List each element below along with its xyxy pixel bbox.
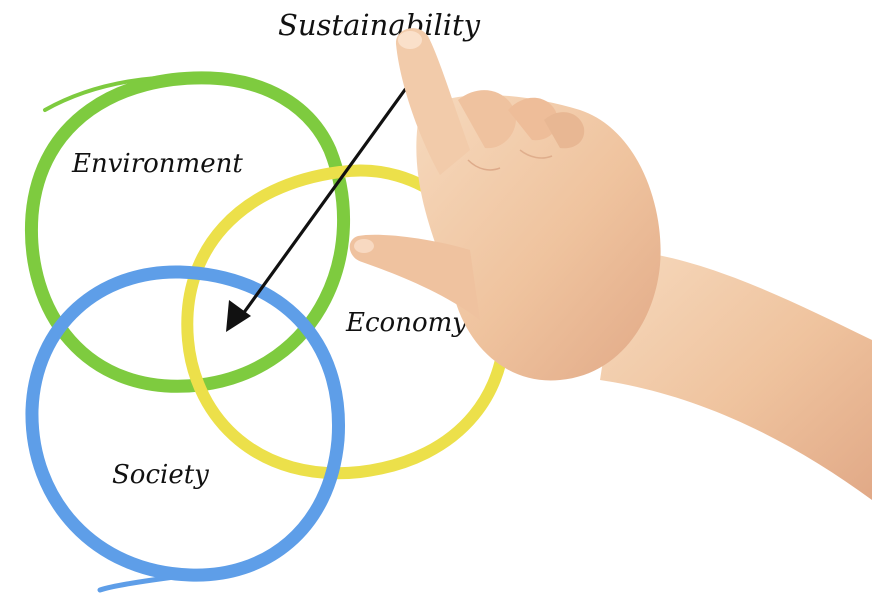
society-label: Society <box>112 460 209 490</box>
pointer-arrow <box>226 78 414 332</box>
economy-label: Economy <box>345 308 467 338</box>
sustainability-title: Sustainability <box>278 8 481 42</box>
pointing-hand <box>349 28 872 500</box>
society-brush-tail <box>97 572 193 593</box>
arrowhead-icon <box>226 300 251 332</box>
environment-brush-tail <box>43 75 217 112</box>
society-circle <box>25 265 346 593</box>
environment-label: Environment <box>71 149 243 179</box>
